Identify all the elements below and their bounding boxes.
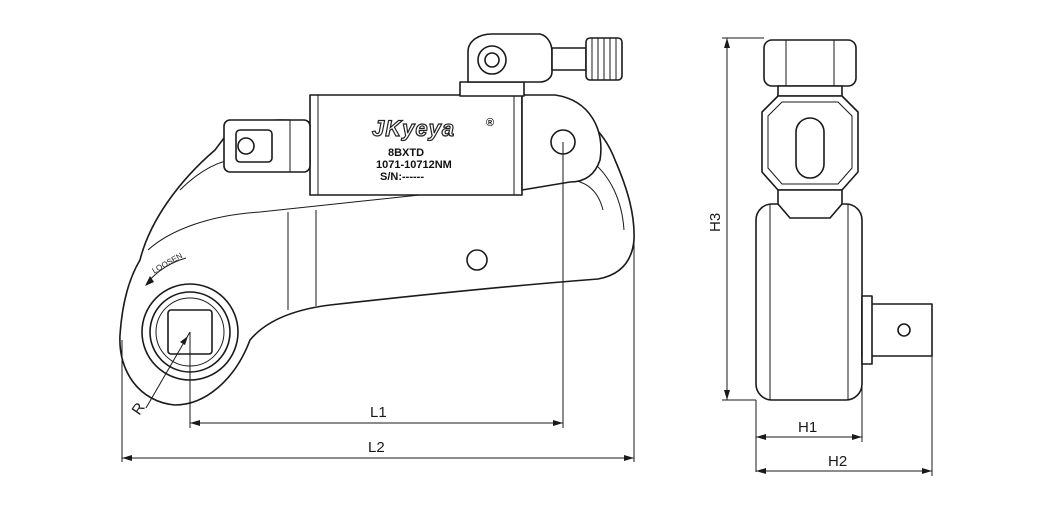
top-coupler: [763, 39, 857, 87]
h1-arrow-left: [756, 434, 766, 440]
loosen-label: LOOSEN: [151, 251, 185, 276]
l1-arrow-left: [190, 420, 200, 426]
l1-arrow-right: [553, 420, 563, 426]
hex-swivel-inner: [767, 101, 853, 185]
radius-label: R: [129, 400, 149, 419]
h2-label: H2: [828, 453, 847, 470]
h2-arrow-left: [756, 468, 766, 474]
front-drive-hole: [897, 323, 911, 337]
front-drive-collar: [861, 295, 873, 365]
l2-label: L2: [368, 439, 385, 456]
front-housing: [755, 203, 863, 401]
knurl-lines: [591, 38, 617, 80]
serial-label: S/N:------: [380, 171, 424, 183]
front-view: H3 H1 H2: [707, 37, 933, 476]
h2-arrow-right: [922, 468, 932, 474]
h3-label: H3: [707, 213, 724, 232]
front-square-drive: [861, 303, 933, 357]
radius-line: [145, 331, 191, 409]
top-coupler-base: [777, 85, 843, 97]
swivel-link: [795, 117, 825, 179]
arm-inner-line: [147, 179, 604, 251]
radius-arrow: [180, 336, 188, 345]
l1-label: L1: [370, 404, 387, 421]
l2-arrow-left: [122, 455, 132, 461]
brand-logo: JKyeya: [372, 116, 455, 141]
h1-label: H1: [798, 419, 817, 436]
registered-mark: ®: [486, 117, 494, 129]
swivel-base: [459, 81, 525, 97]
side-view: R LOOSEN JKyeya ®: [119, 33, 635, 462]
coupler-neck: [551, 47, 587, 71]
loosen-arrow-head: [145, 276, 154, 286]
h3-arrow-top: [724, 38, 730, 48]
arm-hole: [466, 249, 488, 271]
housing-neck: [777, 189, 843, 219]
swivel-bolt-inner: [484, 52, 500, 68]
reaction-head-pin: [237, 137, 255, 155]
h3-arrow-bottom: [724, 390, 730, 400]
l2-arrow-right: [624, 455, 634, 461]
model-label: 8BXTD: [388, 147, 424, 159]
h1-arrow-right: [852, 434, 862, 440]
torque-range-label: 1071-10712NM: [376, 159, 452, 171]
